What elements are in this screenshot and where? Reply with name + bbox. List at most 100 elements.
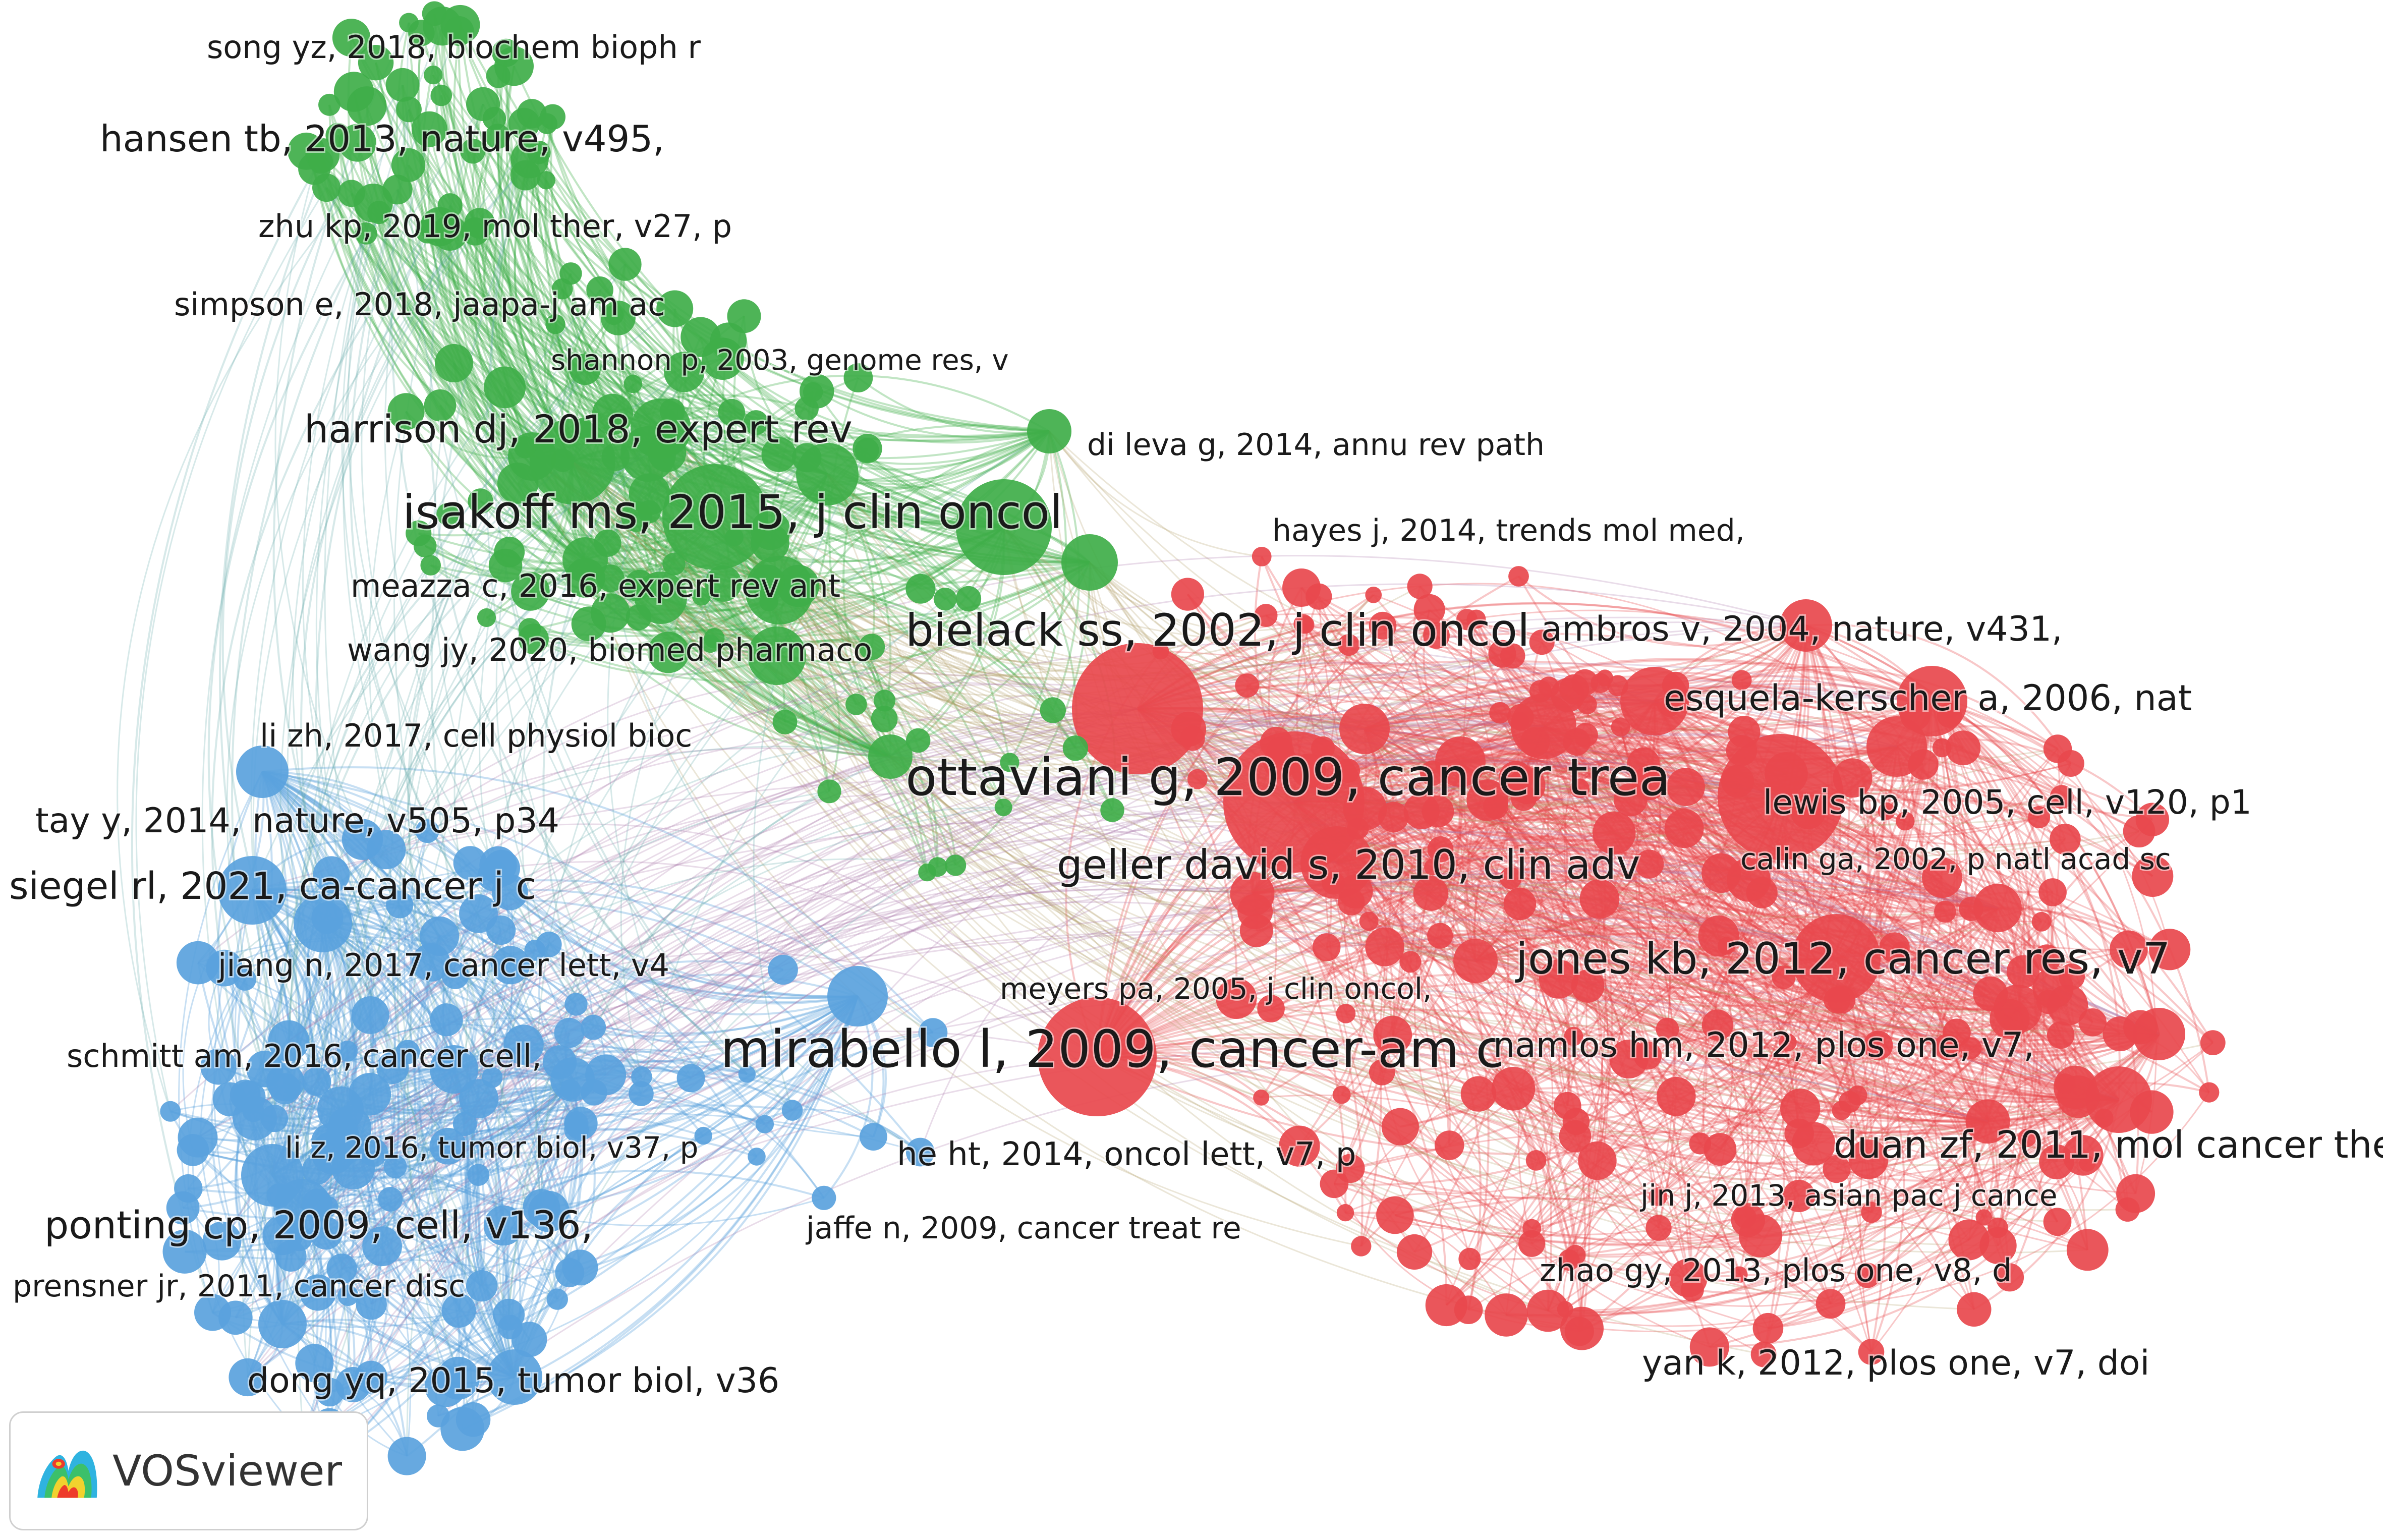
publication-node[interactable]	[2039, 1144, 2074, 1179]
publication-node[interactable]	[452, 1112, 477, 1136]
publication-node[interactable]	[1061, 534, 1118, 591]
publication-node[interactable]	[755, 1115, 774, 1133]
publication-node[interactable]	[1435, 736, 1486, 787]
publication-node[interactable]	[177, 1134, 209, 1166]
publication-node[interactable]	[260, 1104, 289, 1132]
publication-node[interactable]	[2123, 1010, 2158, 1045]
publication-node[interactable]	[748, 1148, 766, 1166]
publication-node[interactable]	[748, 626, 806, 685]
publication-node[interactable]	[1854, 1263, 1880, 1288]
publication-node[interactable]	[956, 479, 1052, 575]
publication-node[interactable]	[436, 502, 460, 526]
publication-node[interactable]	[1365, 587, 1382, 603]
publication-node[interactable]	[1878, 802, 1896, 820]
publication-node[interactable]	[1311, 736, 1335, 760]
publication-node[interactable]	[2050, 824, 2081, 855]
node-label[interactable]: siegel rl, 2021, ca-cancer j c	[8, 863, 538, 909]
publication-node[interactable]	[647, 632, 689, 673]
publication-node[interactable]	[1306, 583, 1332, 610]
publication-node[interactable]	[1988, 1217, 2008, 1238]
publication-node[interactable]	[218, 856, 287, 925]
publication-node[interactable]	[1783, 1179, 1815, 1213]
publication-node[interactable]	[2199, 1082, 2220, 1103]
publication-node[interactable]	[1338, 888, 1365, 916]
publication-node[interactable]	[484, 366, 526, 409]
publication-node[interactable]	[744, 410, 769, 435]
publication-node[interactable]	[1633, 1041, 1662, 1070]
publication-node[interactable]	[817, 779, 841, 804]
publication-node[interactable]	[1510, 785, 1537, 811]
publication-node[interactable]	[1664, 809, 1704, 848]
publication-node[interactable]	[1381, 1108, 1419, 1146]
publication-node[interactable]	[268, 1020, 310, 1062]
node-label[interactable]: song yz, 2018, biochem bioph r	[205, 27, 702, 67]
publication-node[interactable]	[871, 706, 898, 732]
node-label[interactable]: jiang n, 2017, cancer lett, v4	[215, 945, 671, 985]
publication-node[interactable]	[337, 180, 365, 207]
publication-node[interactable]	[2115, 1197, 2140, 1222]
node-label[interactable]: hayes j, 2014, trends mol med,	[1271, 511, 1746, 550]
publication-node[interactable]	[1529, 630, 1555, 655]
publication-node[interactable]	[386, 891, 414, 919]
publication-node[interactable]	[1347, 817, 1369, 840]
publication-node[interactable]	[1038, 997, 1157, 1116]
publication-node[interactable]	[581, 1014, 606, 1040]
publication-node[interactable]	[1614, 783, 1648, 817]
publication-node[interactable]	[1780, 599, 1832, 652]
publication-node[interactable]	[494, 537, 525, 567]
publication-node[interactable]	[300, 1274, 336, 1311]
publication-node[interactable]	[1734, 1206, 1756, 1229]
publication-node[interactable]	[1483, 793, 1509, 819]
publication-node[interactable]	[1539, 959, 1578, 999]
publication-node[interactable]	[485, 124, 510, 149]
publication-node[interactable]	[337, 1285, 359, 1306]
publication-node[interactable]	[413, 534, 437, 558]
publication-node[interactable]	[326, 1253, 357, 1284]
publication-node[interactable]	[523, 1189, 560, 1227]
publication-node[interactable]	[680, 317, 721, 357]
publication-node[interactable]	[1427, 923, 1453, 949]
publication-node[interactable]	[1413, 594, 1445, 625]
publication-node[interactable]	[1336, 1204, 1354, 1222]
publication-node[interactable]	[1239, 914, 1273, 947]
publication-node[interactable]	[624, 578, 647, 601]
publication-node[interactable]	[2057, 750, 2084, 777]
publication-node[interactable]	[1942, 700, 1960, 718]
node-label[interactable]: ambros v, 2004, nature, v431,	[1540, 608, 2064, 651]
publication-node[interactable]	[1491, 1067, 1536, 1111]
publication-node[interactable]	[382, 175, 413, 205]
publication-node[interactable]	[1454, 1295, 1483, 1324]
publication-node[interactable]	[437, 193, 463, 218]
publication-node[interactable]	[1562, 1108, 1590, 1135]
publication-node[interactable]	[694, 1126, 712, 1145]
publication-node[interactable]	[383, 1155, 407, 1178]
publication-node[interactable]	[162, 1229, 207, 1274]
publication-node[interactable]	[1579, 879, 1620, 919]
publication-node[interactable]	[1611, 717, 1630, 737]
publication-node[interactable]	[518, 618, 541, 641]
publication-node[interactable]	[456, 1402, 491, 1437]
publication-node[interactable]	[2123, 815, 2155, 847]
publication-node[interactable]	[1689, 1132, 1712, 1155]
publication-node[interactable]	[1990, 999, 2030, 1039]
publication-node[interactable]	[430, 1045, 478, 1094]
publication-node[interactable]	[1266, 737, 1294, 765]
publication-node[interactable]	[860, 1123, 887, 1151]
node-label[interactable]: li z, 2016, tumor biol, v37, p	[283, 1129, 700, 1166]
publication-node[interactable]	[1960, 1037, 1982, 1059]
publication-node[interactable]	[399, 13, 419, 33]
publication-node[interactable]	[623, 374, 643, 393]
publication-node[interactable]	[1634, 849, 1664, 879]
publication-node[interactable]	[287, 1226, 312, 1251]
publication-node[interactable]	[1460, 1076, 1497, 1112]
publication-node[interactable]	[2149, 929, 2191, 971]
publication-node[interactable]	[994, 798, 1012, 817]
publication-node[interactable]	[362, 1226, 402, 1267]
publication-node[interactable]	[1373, 1015, 1412, 1055]
node-label[interactable]: bielack ss, 2002, j clin oncol	[904, 603, 1531, 658]
publication-node[interactable]	[1593, 811, 1636, 855]
publication-node[interactable]	[236, 746, 289, 798]
publication-node[interactable]	[1279, 1125, 1320, 1167]
publication-node[interactable]	[918, 863, 936, 882]
